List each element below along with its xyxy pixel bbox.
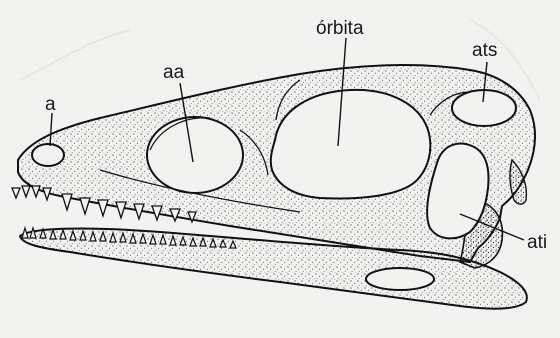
label-orbita: órbita: [316, 18, 364, 39]
mandibular-fenestra: [366, 268, 434, 290]
label-ati: ati: [527, 232, 547, 253]
label-aa: aa: [163, 62, 185, 83]
label-ats: ats: [472, 40, 497, 61]
label-a: a: [45, 94, 56, 115]
naris-opening: [32, 144, 64, 166]
antorbital-fenestra: [147, 117, 243, 193]
